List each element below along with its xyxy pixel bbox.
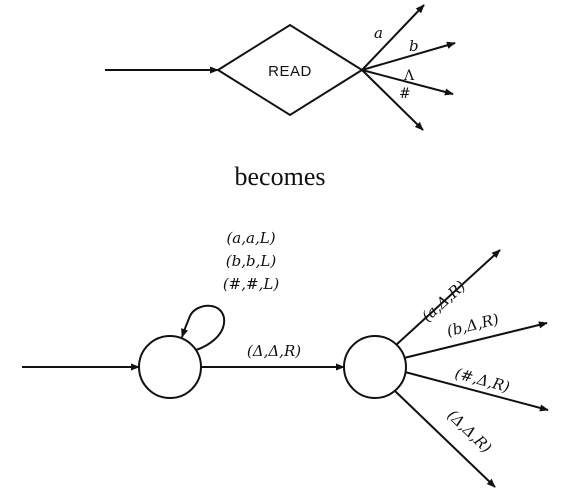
tm-diagram: (a,a,L) (b,b,L) (#,#,L) (Δ,Δ,R) (a,Δ,R) … [22,229,549,488]
branch-lambda-arrow [361,69,454,96]
branch-lambda-label: Λ [403,68,415,84]
loop-label-1: (a,a,L) [226,229,275,247]
out-label-3: (#,Δ,R) [453,364,512,396]
becomes-label: becomes [235,162,326,191]
state-1-circle [138,335,202,399]
out-arrow-2 [403,321,548,359]
connector-label: (Δ,Δ,R) [247,342,301,360]
branch-a-label: a [374,24,383,42]
self-loop-arrow [181,304,226,351]
branch-b-label: b [409,37,419,55]
branch-b-arrow [361,41,456,71]
out-arrow-4 [394,390,496,488]
read-label: READ [268,63,312,80]
read-diagram: READ a b Λ # [105,4,456,131]
branch-a-arrow [361,4,425,71]
branch-hash-arrow [361,69,424,131]
loop-label-3: (#,#,L) [223,275,279,293]
loop-label-2: (b,b,L) [226,252,277,270]
branch-hash-label: # [399,86,411,102]
out-arrow-3 [404,371,549,412]
out-arrow-1 [395,249,501,346]
out-label-4: (Δ,Δ,R) [444,406,496,457]
state-2-circle [343,335,407,399]
